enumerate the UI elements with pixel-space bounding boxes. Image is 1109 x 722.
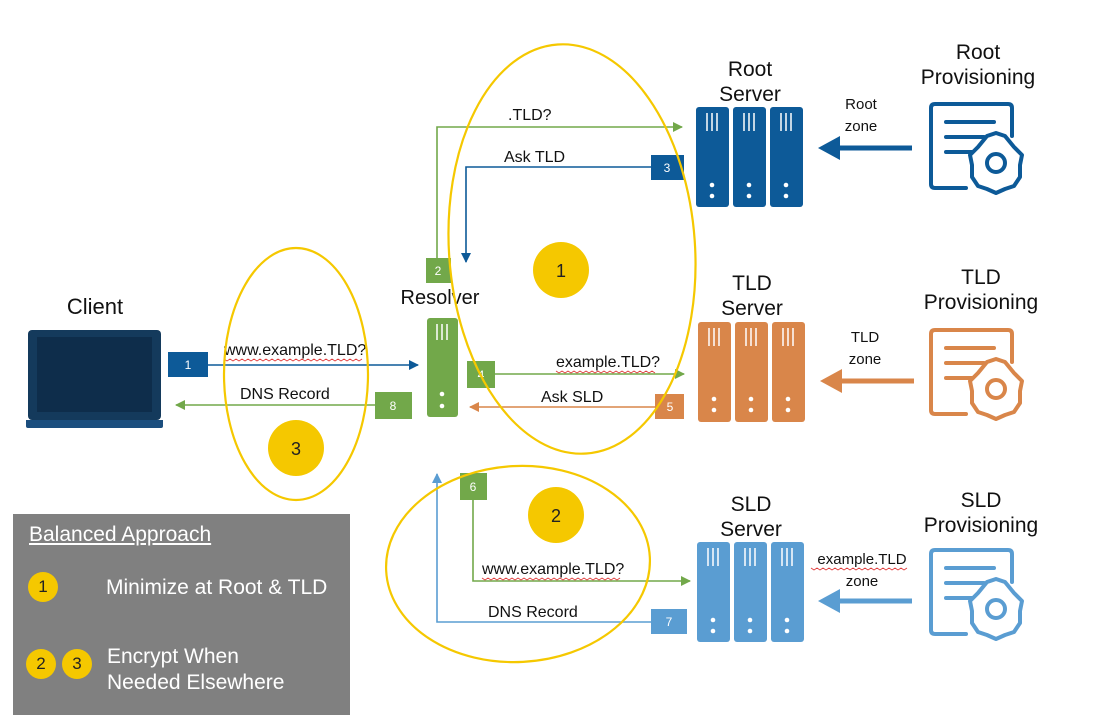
region-badge-3: 3 xyxy=(268,420,324,476)
resolver-server-icon xyxy=(427,318,458,417)
tld-zone-label-2: zone xyxy=(849,351,882,368)
region-number-1: 1 xyxy=(556,261,566,281)
legend-panel xyxy=(13,514,350,715)
step-badge-5: 5 xyxy=(655,394,684,419)
sld-server-label-2: Server xyxy=(720,518,782,541)
region-number-2: 2 xyxy=(551,506,561,526)
flow-arrow-3 xyxy=(461,166,684,263)
step-number-3: 3 xyxy=(664,161,671,175)
step-badge-2: 2 xyxy=(426,258,451,283)
root-server-label-2: Server xyxy=(719,83,781,106)
sld-provisioning-label-1: SLD xyxy=(961,489,1002,512)
resolver-label: Resolver xyxy=(401,287,480,309)
root-zone-label-2: zone xyxy=(845,118,878,135)
sld-provisioning-label-2: Provisioning xyxy=(924,514,1038,537)
tld-server-label-2: Server xyxy=(721,297,783,320)
client-laptop-icon xyxy=(26,330,163,428)
flow-label-4: example.TLD? xyxy=(556,354,660,371)
sld-server-icon xyxy=(697,542,804,642)
root-zone-arrow xyxy=(818,136,912,160)
root-provisioning-icon xyxy=(929,102,1024,195)
tld-server-label-1: TLD xyxy=(732,272,772,295)
tld-provisioning-label-1: TLD xyxy=(961,266,1001,289)
client-label: Client xyxy=(67,294,123,319)
flow-label-8: DNS Record xyxy=(240,386,330,403)
root-zone-label-1: Root xyxy=(845,96,878,113)
step-number-1: 1 xyxy=(185,358,192,372)
region-1-ellipse xyxy=(447,43,697,455)
step-badge-8: 8 xyxy=(375,392,412,419)
spellcheck-underlines xyxy=(223,358,908,581)
root-server-label-1: Root xyxy=(728,58,773,81)
tld-zone-label-1: TLD xyxy=(851,329,880,346)
step-badge-7: 7 xyxy=(651,609,687,634)
region-3-ellipse xyxy=(222,246,370,502)
step-number-8: 8 xyxy=(390,399,397,413)
flow-arrow-7 xyxy=(432,473,651,623)
sld-zone-arrow xyxy=(818,589,912,613)
legend-title: Balanced Approach xyxy=(29,523,212,546)
legend-item-1-text: Minimize at Root & TLD xyxy=(106,576,328,599)
tld-zone-arrow xyxy=(820,369,914,393)
step-number-7: 7 xyxy=(666,615,673,629)
flow-arrow-6 xyxy=(472,500,691,586)
flow-arrow-2 xyxy=(436,122,683,258)
flow-label-5: Ask SLD xyxy=(541,389,603,406)
tld-provisioning-label-2: Provisioning xyxy=(924,291,1038,314)
tld-provisioning-icon xyxy=(929,328,1024,421)
step-badge-1: 1 xyxy=(168,352,208,377)
flow-label-2: .TLD? xyxy=(508,107,552,124)
root-provisioning-label-1: Root xyxy=(956,41,1001,64)
step-badge-6: 6 xyxy=(460,473,487,500)
step-number-6: 6 xyxy=(470,480,477,494)
region-badge-2: 2 xyxy=(528,487,584,543)
legend-badge-3: 3 xyxy=(62,649,92,679)
flow-label-7: DNS Record xyxy=(488,604,578,621)
legend-item-2-line-1: Encrypt When xyxy=(107,645,239,668)
root-server-icon xyxy=(696,107,803,207)
root-provisioning-label-2: Provisioning xyxy=(921,66,1035,89)
sld-server-label-1: SLD xyxy=(731,493,772,516)
sld-provisioning-icon xyxy=(929,548,1024,641)
step-number-2: 2 xyxy=(435,264,442,278)
region-badge-1: 1 xyxy=(533,242,589,298)
legend-badge-1: 1 xyxy=(28,572,58,602)
step-number-5: 5 xyxy=(667,400,674,414)
tld-server-icon xyxy=(698,322,805,422)
legend-item-2-line-2: Needed Elsewhere xyxy=(107,671,285,694)
sld-zone-label-2: zone xyxy=(846,573,879,590)
flow-label-1: www.example.TLD? xyxy=(223,342,366,359)
sld-zone-label-1: example.TLD xyxy=(817,551,906,568)
flow-label-3: Ask TLD xyxy=(504,149,565,166)
region-2-ellipse xyxy=(384,464,652,664)
legend-badge-2: 2 xyxy=(26,649,56,679)
flow-label-6: www.example.TLD? xyxy=(481,561,624,578)
region-number-3: 3 xyxy=(291,439,301,459)
